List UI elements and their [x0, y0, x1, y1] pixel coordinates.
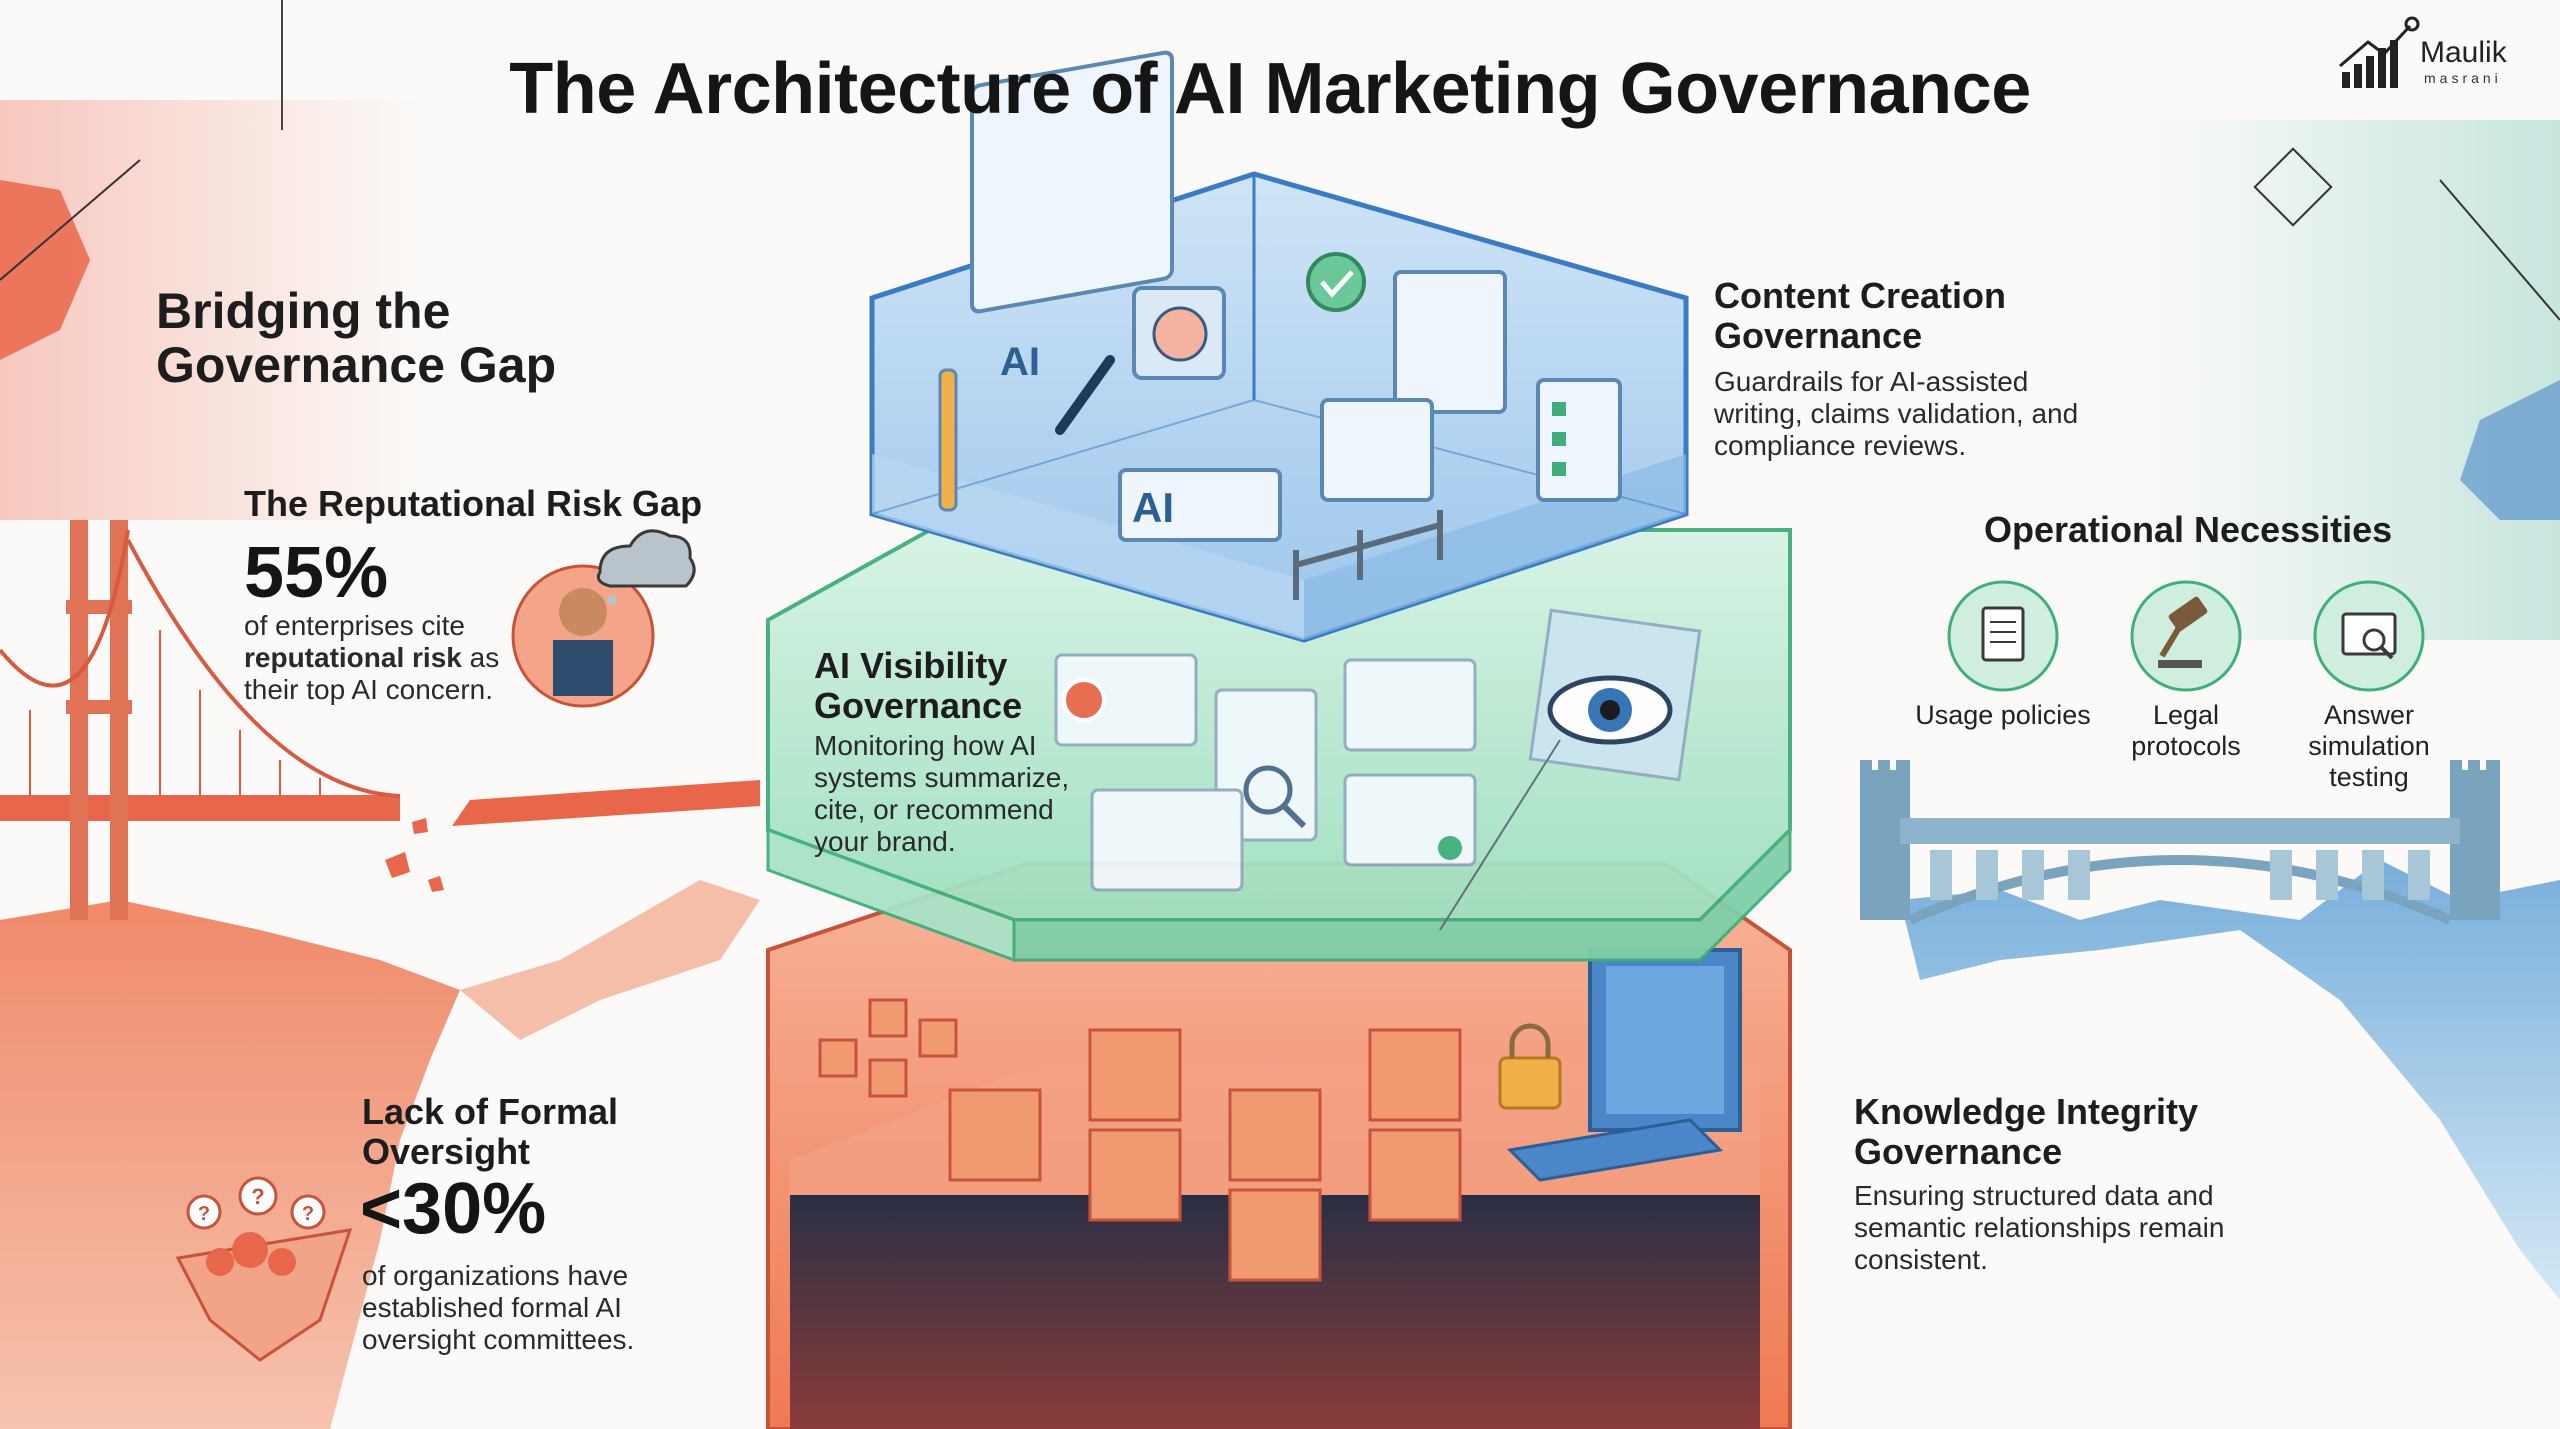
oversight-text: of organizations have established formal…: [362, 1260, 635, 1355]
content-creation-text: Guardrails for AI-assisted writing, clai…: [1714, 366, 2079, 461]
legal-protocols-label: Legal protocols: [2131, 700, 2241, 761]
check-badge-icon: [1306, 252, 1366, 312]
ai-tag-2: AI: [1132, 484, 1174, 531]
broken-bridge: [0, 520, 760, 1429]
risk-stat: 55%: [244, 533, 389, 613]
risk-text-bold: reputational risk: [244, 642, 462, 673]
lock-icon: [1498, 1056, 1562, 1110]
svg-text:?: ?: [198, 1203, 210, 1225]
content-layer-block: [869, 50, 1689, 643]
knowledge-layer-block: [766, 862, 1792, 1429]
brand-logo: Maulik masrani: [2338, 18, 2528, 98]
answer-testing-label: Answer simulation testing: [2308, 700, 2430, 792]
pen-icon: [938, 368, 958, 512]
clipboard-icon: [1536, 378, 1622, 502]
svg-text:?: ?: [302, 1203, 314, 1225]
legal-protocols-circle: [2130, 580, 2242, 692]
storm-cloud-icon: [596, 529, 696, 588]
oversight-title: Lack of Formal Oversight: [362, 1091, 619, 1172]
logo-name: Maulik: [2420, 36, 2507, 69]
knowledge-title: Knowledge Integrity Governance: [1854, 1091, 2199, 1172]
logo-sub: masrani: [2424, 70, 2502, 86]
ai-tag-1: AI: [1000, 340, 1040, 384]
left-heading: Bridging the Governance Gap: [156, 283, 557, 393]
usage-policies-label: Usage policies: [1915, 700, 2091, 730]
risk-text-a: of enterprises cite: [244, 610, 465, 641]
visibility-title: AI Visibility Governance: [814, 645, 1023, 726]
risk-text-b: as their top AI concern.: [244, 642, 500, 705]
risk-title: The Reputational Risk Gap: [244, 483, 703, 524]
oversight-stat: <30%: [360, 1169, 547, 1249]
right-corner-shape: [2460, 380, 2560, 520]
brain-icon: [1152, 306, 1208, 362]
operational-title: Operational Necessities: [1984, 509, 2393, 550]
visibility-text: Monitoring how AI systems summarize, cit…: [814, 730, 1070, 857]
svg-text:?: ?: [251, 1184, 264, 1209]
diamond-decor: [2253, 147, 2333, 227]
risk-text: of enterprises cite reputational risk as…: [244, 610, 554, 706]
intact-bridge: [1860, 760, 2560, 1300]
logo-mark: [2339, 16, 2420, 88]
page-title: The Architecture of AI Marketing Governa…: [509, 49, 2031, 129]
content-creation-title: Content Creation Governance: [1714, 275, 2006, 356]
visibility-layer-block: [766, 528, 1792, 963]
knowledge-text: Ensuring structured data and semantic re…: [1854, 1180, 2225, 1275]
question-icons: ? ? ?: [186, 1176, 326, 1230]
